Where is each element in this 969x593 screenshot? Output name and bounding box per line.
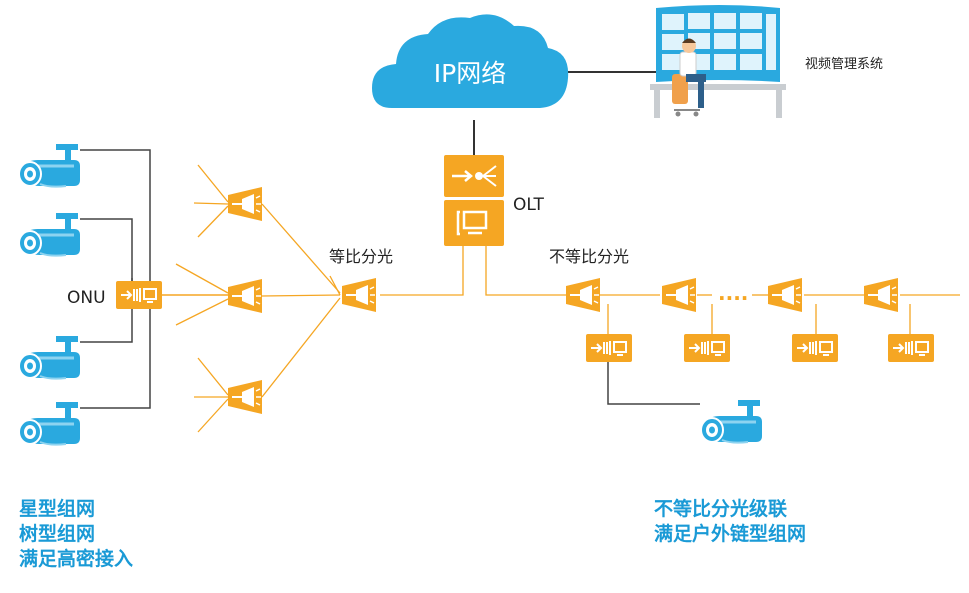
camera-icon (17, 142, 82, 189)
camera-icon (17, 400, 82, 447)
right-caption-line: 满足户外链型组网 (654, 523, 807, 545)
cloud-icon (372, 14, 569, 108)
operator-icon (672, 38, 706, 117)
onu-icon (585, 333, 633, 363)
onu-icon (887, 333, 935, 363)
right-caption: 不等比分光级联 满足户外链型组网 (654, 497, 806, 547)
network-lines (80, 71, 960, 433)
splitter-icon (341, 277, 377, 313)
left-caption: 星型组网 树型组网 满足高密接入 (19, 497, 133, 572)
onu-chain-right (585, 333, 935, 363)
onu-icon (791, 333, 839, 363)
ip-network-cloud: IP网络 (372, 14, 569, 108)
splitter-icon (661, 277, 697, 313)
onu-icon (115, 280, 163, 310)
olt-label: OLT (513, 195, 545, 215)
splitter-icon (767, 277, 803, 313)
camera-icon (17, 334, 82, 381)
left-caption-line: 满足高密接入 (19, 548, 134, 570)
chain-ellipsis: .... (718, 281, 748, 305)
left-caption-line: 星型组网 (19, 498, 96, 520)
splitter-icon (227, 379, 263, 415)
onu-label: ONU (67, 288, 106, 308)
olt-icon (444, 155, 504, 246)
splitter-icon (565, 277, 601, 313)
equal-split-label: 等比分光 (329, 247, 393, 266)
splitter-icon (863, 277, 899, 313)
cloud-label: IP网络 (434, 59, 506, 88)
olt-device: OLT (444, 155, 545, 246)
splitter-group-left (227, 186, 377, 415)
camera-icon (17, 211, 82, 258)
video-management-system: 视频管理系统 (650, 5, 883, 118)
splitter-icon (227, 278, 263, 314)
video-management-label: 视频管理系统 (805, 57, 883, 72)
splitter-icon (227, 186, 263, 222)
camera-icon (699, 398, 764, 445)
unequal-split-label: 不等比分光 (549, 247, 629, 266)
onu-icon (683, 333, 731, 363)
right-caption-line: 不等比分光级联 (654, 498, 788, 520)
left-caption-line: 树型组网 (19, 523, 96, 545)
video-wall-icon (656, 5, 780, 82)
